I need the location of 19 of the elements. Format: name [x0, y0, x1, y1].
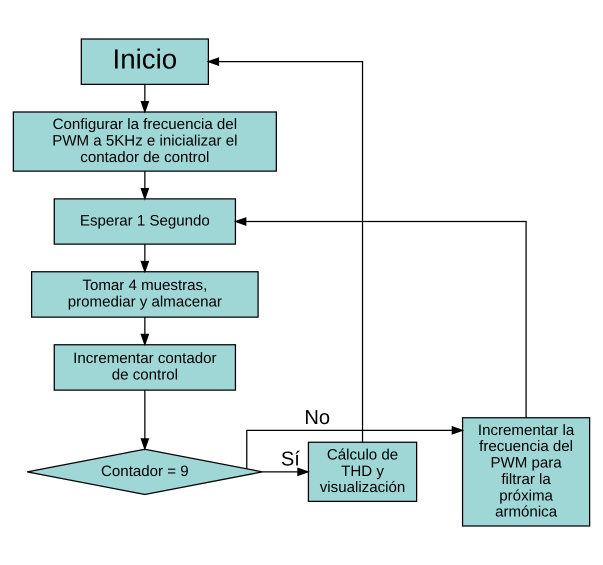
arrow	[262, 467, 310, 476]
arrow	[140, 171, 150, 201]
edge-label: No	[304, 406, 330, 429]
node-box: Esperar 1 Segundo	[54, 198, 236, 245]
edge-label: Sí	[280, 448, 300, 470]
arrow	[140, 244, 150, 274]
arrow	[234, 217, 527, 418]
arrow	[246, 426, 464, 469]
node-box: Configurar la frecuencia del PWM a 5KHz e inicializar el contador de control	[12, 111, 277, 172]
arrow	[206, 57, 364, 442]
arrow	[140, 84, 150, 114]
node-box: Tomar 4 muestras, promediar y almacenar	[30, 271, 259, 318]
node-box: Cálculo de THD y visualización	[308, 442, 418, 502]
node-diamond: Contador = 9	[26, 448, 264, 496]
node-box: Inicio	[80, 38, 210, 85]
arrow	[140, 390, 150, 451]
node-box: Incrementar la frecuencia del PWM para filtrar la próxima armónica	[462, 417, 590, 527]
node-box: Incrementar contador de control	[54, 344, 236, 391]
arrow	[140, 317, 150, 346]
